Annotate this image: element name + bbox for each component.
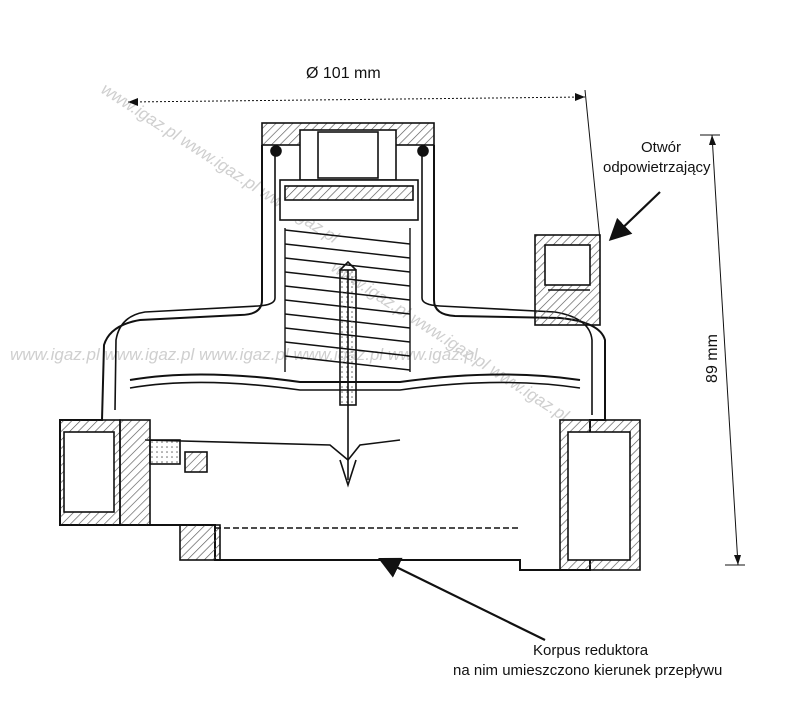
body-callout-line1: Korpus reduktora xyxy=(533,642,649,659)
height-label: 89 mm xyxy=(703,334,721,383)
vent-callout-line1: Otwór xyxy=(641,139,682,156)
watermark-row: www.igaz.pl www.igaz.pl www.igaz.pl www.… xyxy=(10,345,479,364)
vent-callout-line2: odpowietrzający xyxy=(603,159,711,176)
body-callout-line2: na nim umieszczono kierunek przepływu xyxy=(453,662,723,679)
height-dimension xyxy=(700,134,745,566)
callout-arrows xyxy=(378,191,661,641)
diameter-label: Ø 101 mm xyxy=(306,65,381,82)
regulator-body xyxy=(59,122,641,571)
diameter-dimension xyxy=(127,89,601,241)
